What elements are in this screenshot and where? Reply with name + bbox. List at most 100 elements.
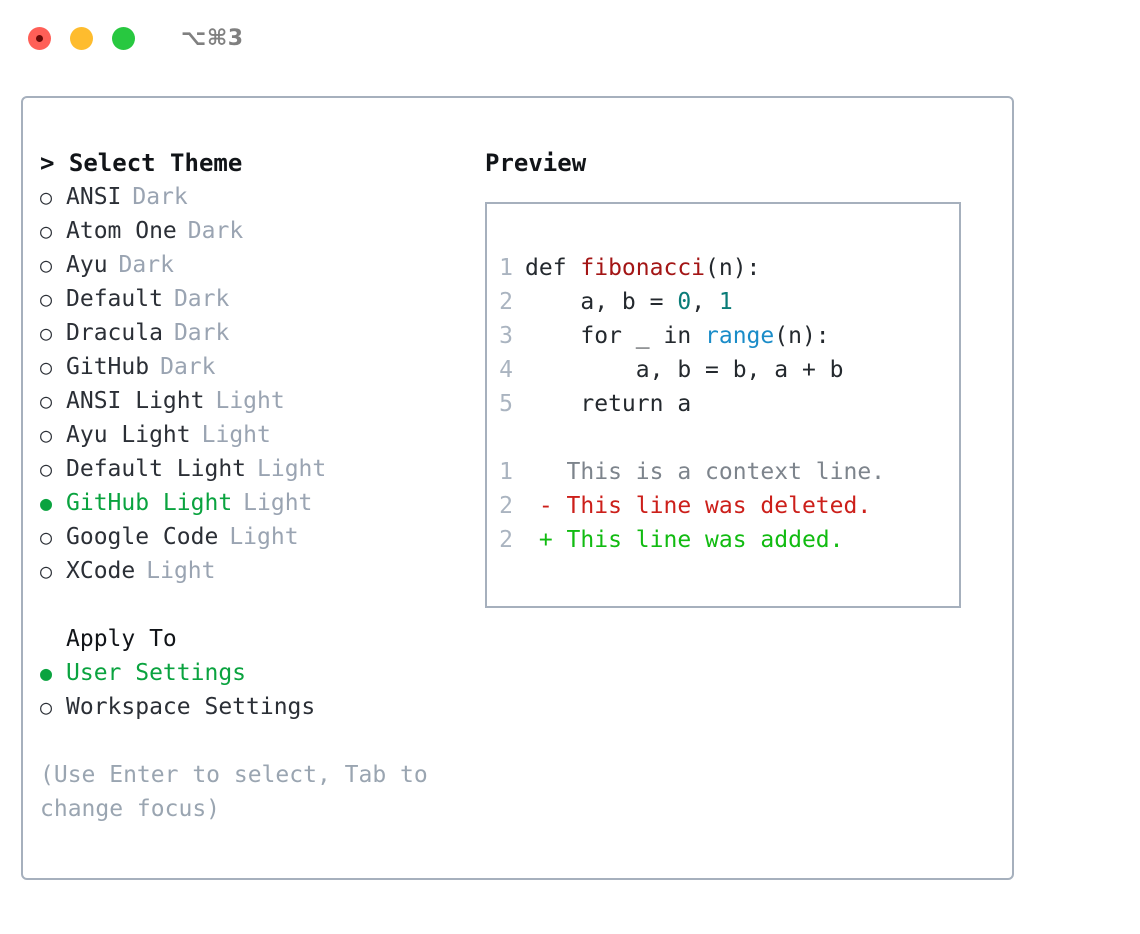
theme-variant-badge: Light [229,524,299,550]
code-line-text: a, b = 0, 1 [525,285,733,319]
code-diff-separator [487,421,959,455]
code-token-num: 0 [677,289,692,315]
code-token-plain: , [691,289,719,315]
code-line: 2 a, b = 0, 1 [487,285,959,319]
radio-unselected-icon[interactable]: ○ [40,559,53,583]
theme-name-label: XCode [66,558,136,584]
radio-unselected-icon[interactable]: ○ [40,321,53,345]
radio-unselected-icon[interactable]: ○ [40,457,53,481]
theme-name-label: Google Code [66,524,219,550]
theme-variant-badge: Dark [118,252,174,278]
code-token-kw: def [525,255,581,281]
theme-name-label: Default Light [66,456,247,482]
code-line: 5 return a [487,387,959,421]
code-line: 3 for _ in range(n): [487,319,959,353]
theme-name-label: GitHub [66,354,150,380]
code-token-plain: a, b = [525,289,678,315]
theme-name-label: Ayu Light [66,422,191,448]
code-line-number: 4 [499,357,513,383]
code-token-plain: (n): [705,255,761,281]
apply-to-item[interactable]: ○ Workspace Settings [40,690,485,724]
radio-unselected-icon[interactable]: ○ [40,525,53,549]
theme-variant-badge: Dark [173,320,230,346]
theme-variant-badge: Dark [160,354,216,380]
minimize-window-button[interactable] [70,26,93,50]
radio-unselected-icon[interactable]: ○ [40,219,53,243]
radio-unselected-icon[interactable]: ○ [40,287,53,311]
diff-line: 1 This is a context line. [487,455,959,489]
theme-name-label: Dracula [66,320,163,346]
diff-line-number: 2 [499,527,513,553]
code-token-plain: for _ in [525,323,706,349]
radio-unselected-icon[interactable]: ○ [40,185,53,209]
code-line-number: 2 [499,289,513,315]
radio-selected-icon[interactable]: ● [40,661,53,685]
maximize-window-button[interactable] [112,26,135,50]
theme-variant-badge: Light [257,456,327,482]
diff-line-number: 1 [499,459,513,485]
code-token-plain: (n): [774,323,830,349]
theme-variant-badge: Dark [187,218,244,244]
theme-name-label: ANSI [66,184,122,210]
radio-unselected-icon[interactable]: ○ [40,423,53,447]
theme-variant-badge: Light [201,422,271,448]
theme-list-item[interactable]: ○ GitHub Dark [40,350,485,384]
apply-to-item[interactable]: ●User Settings [40,656,485,690]
keyboard-hint-text: (Use Enter to select, Tab to change focu… [40,762,442,822]
radio-unselected-icon[interactable]: ○ [40,253,53,277]
theme-name-label: GitHub Light [66,490,233,516]
theme-list-item[interactable]: ○ ANSI Light Light [40,384,485,418]
close-window-button[interactable] [28,26,51,50]
diff-line-text-add: + This line was added. [525,527,844,553]
theme-list-item[interactable]: ○ Atom One Dark [40,214,485,248]
code-line-text: for _ in range(n): [525,319,830,353]
theme-variant-badge: Dark [173,286,230,312]
apply-to-heading: Apply To [66,626,177,652]
code-token-plain: return a [525,391,692,417]
radio-unselected-icon[interactable]: ○ [40,389,53,413]
theme-variant-badge: Light [243,490,313,516]
code-line-text: a, b = b, a + b [525,353,844,387]
preview-heading: Preview [485,149,587,177]
theme-name-label: Atom One [66,218,177,244]
apply-to-list[interactable]: ●User Settings ○ Workspace Settings [40,656,485,724]
window-controls [28,26,135,50]
theme-name-label: Ayu [66,252,108,278]
radio-unselected-icon[interactable]: ○ [40,355,53,379]
apply-to-label: Workspace Settings [66,694,316,720]
code-line-number: 3 [499,323,513,349]
theme-list-item[interactable]: ○ Google Code Light [40,520,485,554]
diff-line: 2 - This line was deleted. [487,489,959,523]
theme-variant-badge: Light [215,388,285,414]
diff-line-text-context: This is a context line. [525,459,886,485]
radio-unselected-icon[interactable]: ○ [40,695,53,719]
diff-line: 2 + This line was added. [487,523,959,557]
code-token-num: 1 [718,289,733,315]
theme-list-item[interactable]: ○ Ayu Light Light [40,418,485,452]
select-theme-heading: > Select Theme [40,149,243,177]
theme-list-item[interactable]: ○ Dracula Dark [40,316,485,350]
theme-name-label: ANSI Light [66,388,205,414]
theme-list-item[interactable]: ○ Ayu Dark [40,248,485,282]
theme-list-item[interactable]: ○ Default Light Light [40,452,485,486]
diff-line-number: 2 [499,493,513,519]
code-token-plain: a, b = b, a + b [525,357,844,383]
diff-sample: 1 This is a context line.2 - This line w… [487,455,959,557]
theme-list-item[interactable]: ● GitHub Light Light [40,486,485,520]
keyboard-shortcut-label: ⌥⌘3 [181,25,244,51]
code-token-fn: fibonacci [580,255,706,281]
code-line-text: def fibonacci(n): [525,251,760,285]
code-line-text: return a [525,387,691,421]
code-token-call: range [705,323,775,349]
title-bar: ⌥⌘3 [0,0,1140,76]
radio-selected-icon[interactable]: ● [40,491,53,515]
code-line-number: 5 [499,391,513,417]
